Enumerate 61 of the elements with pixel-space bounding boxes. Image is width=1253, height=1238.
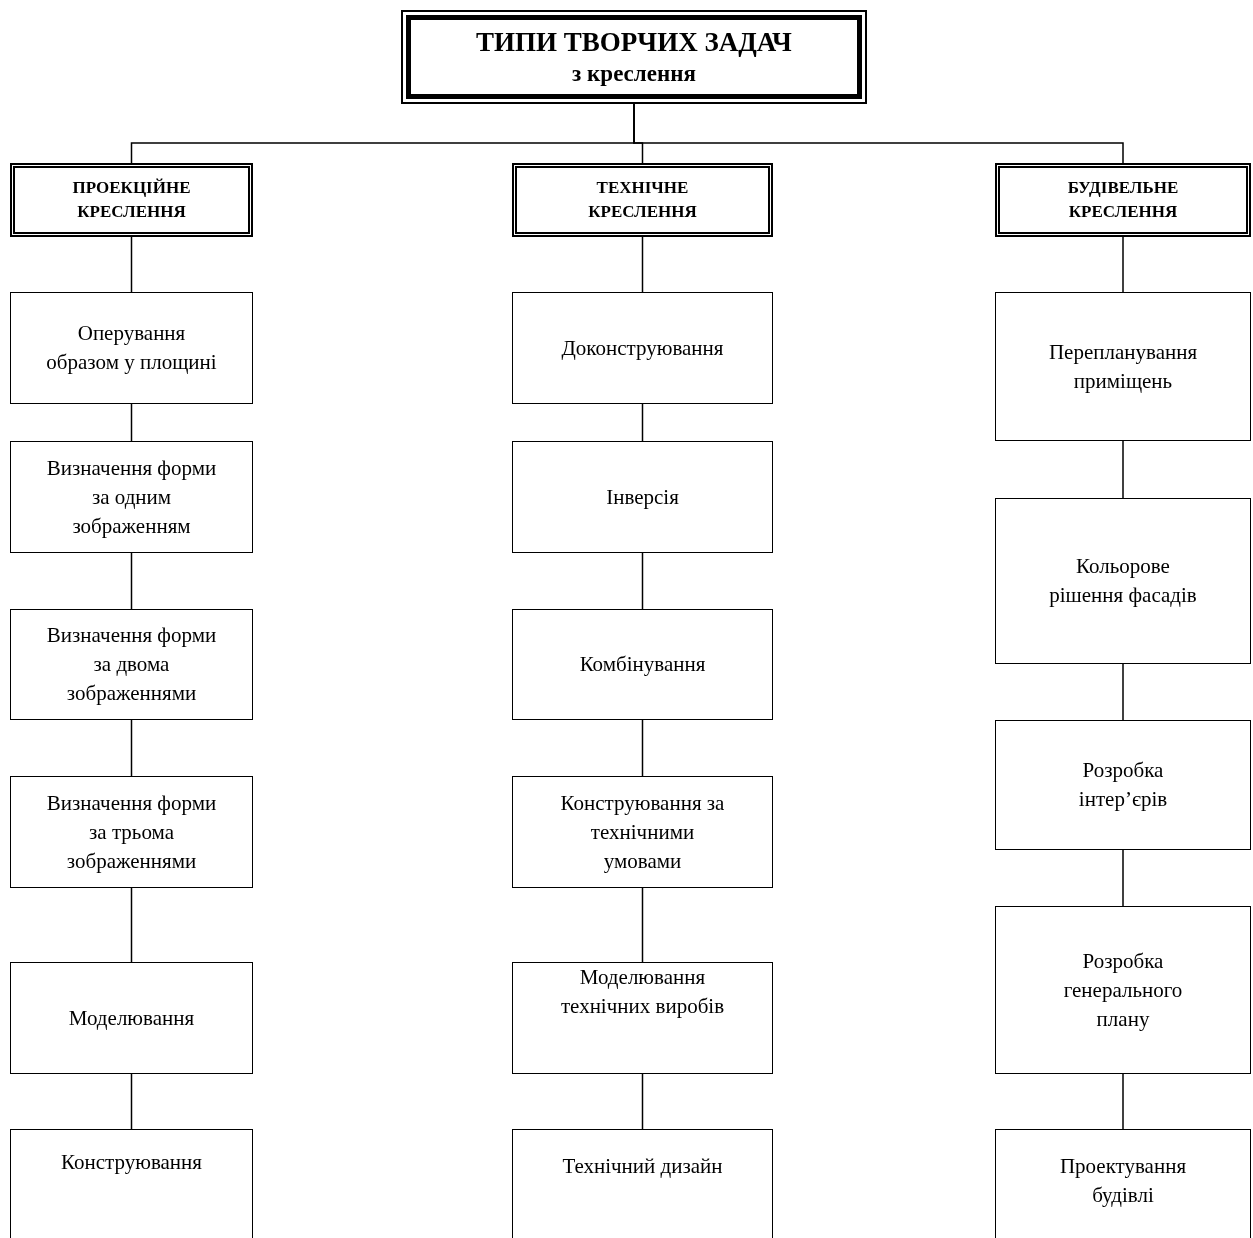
title-box (401, 10, 867, 104)
task-label: Конструювання за технічними умовами (559, 789, 726, 875)
connector-line (641, 887, 644, 963)
connector-line (130, 552, 133, 610)
connector-line (1122, 236, 1124, 293)
category-box (512, 163, 773, 237)
connector-line (641, 719, 644, 777)
task-label: Конструювання (61, 1149, 202, 1176)
connector-line (1122, 663, 1124, 721)
category-label: БУДІВЕЛЬНЕ КРЕСЛЕННЯ (1066, 177, 1180, 223)
task-label: Проектування будівлі (1058, 1153, 1188, 1209)
task-label: Комбінування (579, 651, 706, 678)
task-box (512, 609, 773, 720)
category-box (995, 163, 1251, 237)
task-label: Інверсія (606, 483, 679, 511)
task-label: Розробка інтер’єрів (1077, 757, 1169, 813)
task-box (10, 441, 253, 553)
task-box (995, 906, 1251, 1074)
task-box (995, 720, 1251, 850)
task-box (512, 776, 773, 888)
task-label: Технічний дизайн (562, 1153, 723, 1180)
category-label: ТЕХНІЧНЕ КРЕСЛЕННЯ (587, 177, 698, 223)
task-box (512, 1129, 773, 1238)
title-text: з креслення (572, 60, 696, 88)
task-label: Визначення форми за трьома зображеннями (45, 789, 218, 875)
task-label: Оперування образом у площині (45, 320, 218, 376)
connector-line (641, 236, 644, 293)
connector-line (130, 236, 133, 293)
task-box (995, 498, 1251, 664)
connector-line (1122, 849, 1124, 907)
connector-line (1122, 1073, 1124, 1130)
task-box (10, 292, 253, 404)
task-label: Доконструювання (561, 334, 724, 362)
title-text: ТИПИ ТВОРЧИХ ЗАДАЧ (476, 26, 792, 59)
task-box (995, 1129, 1251, 1238)
category-box (10, 163, 253, 237)
connector-line (641, 552, 644, 610)
task-label: Моделювання (68, 1004, 195, 1032)
task-box (10, 609, 253, 720)
connector-line (641, 403, 644, 442)
category-label: ПРОЕКЦІЙНЕ КРЕСЛЕННЯ (71, 177, 192, 223)
task-label: Визначення форми за одним зображенням (45, 454, 218, 540)
task-label: Визначення форми за двома зображеннями (45, 622, 218, 707)
task-label: Розробка генерального плану (1062, 947, 1184, 1033)
task-label: Перепланування приміщень (1047, 338, 1199, 395)
task-box (995, 292, 1251, 441)
task-box (10, 962, 253, 1074)
task-box (512, 962, 773, 1074)
task-box (10, 776, 253, 888)
connector-line (1122, 440, 1124, 499)
connector-line (130, 887, 133, 963)
task-box (512, 292, 773, 404)
connector-line (633, 103, 1124, 164)
task-box (10, 1129, 253, 1238)
task-label: Моделювання технічних виробів (559, 964, 726, 1020)
connector-line (130, 403, 133, 442)
connector-line (130, 1073, 133, 1130)
connector-line (130, 719, 133, 777)
task-box (512, 441, 773, 553)
connector-line (641, 1073, 644, 1130)
task-label: Кольорове рішення фасадів (1048, 553, 1198, 609)
